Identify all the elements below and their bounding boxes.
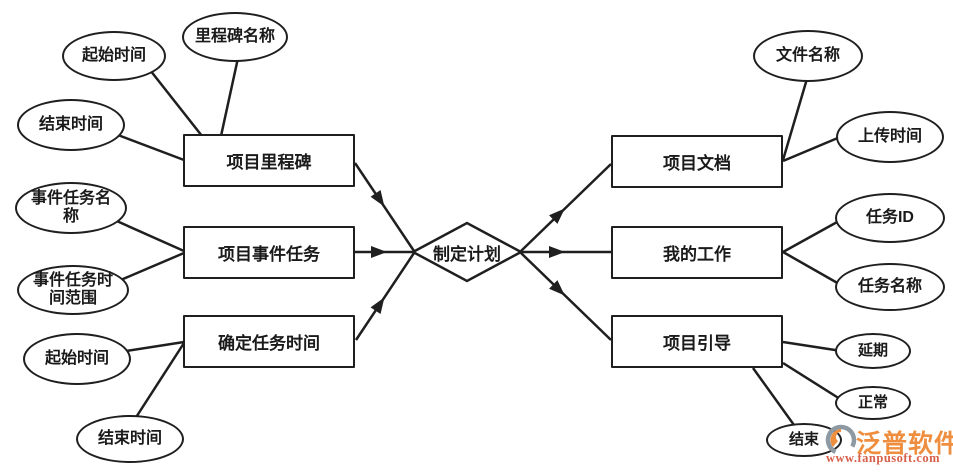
arrow-connector	[520, 252, 612, 341]
entity-label: 项目里程碑	[226, 153, 312, 172]
attribute-task-id: 任务ID	[835, 193, 945, 243]
entity-label: 确定任务时间	[218, 334, 320, 353]
connector-line	[219, 57, 240, 137]
arrow-connector	[353, 162, 416, 252]
attribute-milestone-end-time: 结束时间	[17, 99, 125, 151]
attribute-label: 里程碑名称	[194, 27, 275, 45]
attribute-task-end-time: 结束时间	[76, 415, 184, 463]
attribute-file-name: 文件名称	[753, 30, 863, 82]
arrow-connector	[520, 163, 612, 252]
attribute-event-task-name: 事件任务名称	[15, 182, 127, 234]
entity-project-doc: 项目文档	[611, 135, 783, 188]
entity-project-guide: 项目引导	[611, 315, 783, 368]
attribute-label: 任务名称	[857, 277, 922, 295]
connector-line	[149, 69, 203, 137]
connector-line	[109, 130, 185, 162]
arrowhead	[549, 246, 565, 258]
connector-line	[781, 71, 811, 161]
attribute-task-start-time: 起始时间	[23, 333, 131, 385]
arrowhead	[549, 280, 565, 296]
attribute-status-normal: 正常	[835, 386, 911, 420]
entity-my-work: 我的工作	[611, 226, 783, 279]
attribute-label: 上传时间	[857, 127, 922, 145]
diamond-shape	[411, 221, 523, 283]
connector-line	[119, 340, 185, 354]
entity-label: 我的工作	[663, 245, 731, 264]
connector-line	[115, 251, 185, 284]
attribute-label: 延期	[857, 342, 888, 360]
brand-name: 泛普软件	[856, 430, 953, 458]
relationship-label: 制定计划	[433, 244, 501, 264]
entity-task-time: 确定任务时间	[183, 315, 355, 368]
entity-milestone: 项目里程碑	[183, 134, 355, 187]
arrow-connector	[354, 252, 416, 341]
attribute-milestone-start-time: 起始时间	[62, 31, 166, 81]
arrowhead	[371, 246, 387, 258]
attribute-label: 正常	[857, 394, 888, 412]
attribute-label: 任务ID	[865, 208, 914, 226]
attribute-status-delayed: 延期	[835, 333, 911, 369]
attribute-label: 结束	[788, 431, 819, 449]
arrowhead	[370, 297, 385, 314]
connector-line	[109, 216, 185, 253]
entity-label: 项目事件任务	[218, 245, 320, 264]
entity-event-task: 项目事件任务	[183, 226, 355, 279]
attribute-upload-time: 上传时间	[836, 111, 944, 163]
attribute-label: 起始时间	[81, 46, 146, 64]
entity-label: 项目引导	[663, 334, 731, 353]
arrowhead	[549, 208, 565, 224]
attribute-label: 结束时间	[97, 429, 162, 447]
attribute-label: 起始时间	[44, 349, 109, 367]
attribute-label: 结束时间	[38, 115, 103, 133]
attribute-task-name: 任务名称	[835, 263, 945, 311]
entity-label: 项目文档	[663, 154, 731, 173]
arrowhead	[370, 190, 385, 207]
attribute-label: 事件任务名称	[30, 189, 111, 225]
relationship-make-plan: 制定计划	[411, 221, 523, 283]
attribute-event-task-time-range: 事件任务时间范围	[17, 265, 129, 315]
attribute-label: 文件名称	[775, 46, 840, 64]
connector-line	[751, 367, 801, 433]
watermark: 泛普软件 www.fanpusoft.com	[818, 418, 953, 470]
fanpu-logo-icon	[825, 424, 857, 456]
attribute-label: 事件任务时间范围	[32, 271, 113, 307]
connector-line	[131, 342, 186, 423]
attribute-milestone-name: 里程碑名称	[182, 12, 288, 62]
brand-url: www.fanpusoft.com	[826, 451, 941, 465]
